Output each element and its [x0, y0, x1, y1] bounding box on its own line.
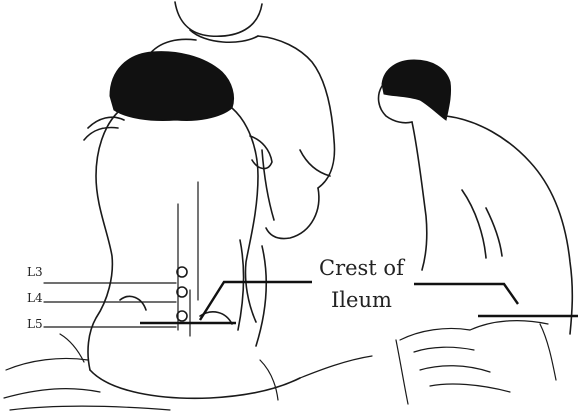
crest-connector-left — [200, 282, 312, 320]
vertebra-markers — [44, 267, 187, 327]
patient-side-figure — [379, 60, 573, 404]
patient-back-figure — [4, 52, 372, 410]
crest-connector-right — [414, 284, 518, 304]
label-l4: L4 — [27, 292, 43, 304]
label-l5: L5 — [27, 318, 43, 330]
assistant-figure — [84, 2, 334, 346]
label-l3: L3 — [27, 266, 43, 278]
label-crest-line1: Crest of — [319, 258, 404, 279]
label-crest-line2: Ileum — [331, 290, 392, 311]
side-patient-hair — [382, 60, 451, 120]
patient-hair — [110, 52, 234, 121]
